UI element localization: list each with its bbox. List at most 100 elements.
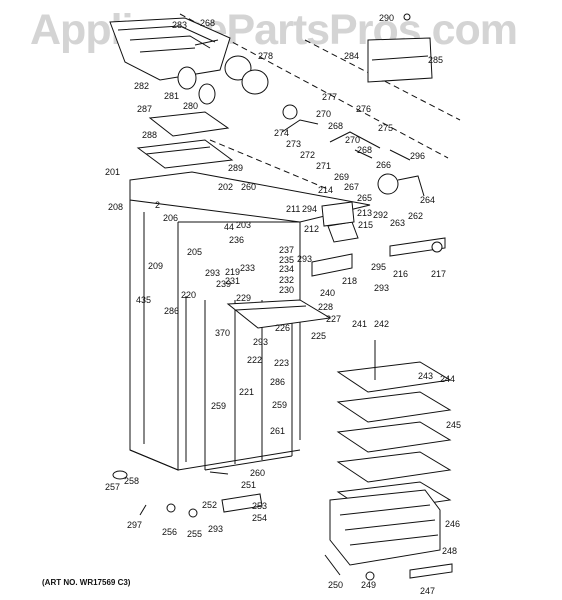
wire-shelves xyxy=(336,340,452,513)
label: 213 xyxy=(357,208,372,218)
label: 226 xyxy=(275,323,290,333)
label: 248 xyxy=(442,546,457,556)
label: 281 xyxy=(164,91,179,101)
label: 288 xyxy=(142,130,157,140)
label: 225 xyxy=(311,331,326,341)
label: 212 xyxy=(304,224,319,234)
label: 263 xyxy=(390,218,405,228)
label: 201 xyxy=(105,167,120,177)
label: 268 xyxy=(328,121,343,131)
label: 270 xyxy=(316,109,331,119)
bottom-rail xyxy=(324,554,453,581)
label: 259 xyxy=(211,401,226,411)
label: 370 xyxy=(215,328,230,338)
label: 280 xyxy=(183,101,198,111)
label: 234 xyxy=(279,264,294,274)
wire-basket xyxy=(329,489,441,566)
label: 275 xyxy=(378,123,393,133)
freezer-cabinet xyxy=(129,171,371,471)
label: 249 xyxy=(361,580,376,590)
label: 285 xyxy=(428,55,443,65)
label: 223 xyxy=(274,358,289,368)
label: 221 xyxy=(239,387,254,397)
label: 435 xyxy=(136,295,151,305)
evaporator-cover xyxy=(226,299,332,329)
label: 253 xyxy=(252,501,267,511)
label: 209 xyxy=(148,261,163,271)
motor-and-wires xyxy=(281,104,425,197)
label: 244 xyxy=(440,374,455,384)
label: 267 xyxy=(344,182,359,192)
label: 265 xyxy=(357,193,372,203)
label: 293 xyxy=(208,524,223,534)
label: 44 xyxy=(224,222,234,232)
label: 293 xyxy=(205,268,220,278)
shelf-supports xyxy=(311,201,446,277)
label: 268 xyxy=(200,18,215,28)
label: 293 xyxy=(253,337,268,347)
label: 231 xyxy=(225,276,240,286)
label: 286 xyxy=(270,377,285,387)
label: 257 xyxy=(105,482,120,492)
label: 292 xyxy=(373,210,388,220)
label: 260 xyxy=(241,182,256,192)
label: 284 xyxy=(344,51,359,61)
label: 227 xyxy=(326,314,341,324)
label: 283 xyxy=(172,20,187,30)
label: 262 xyxy=(408,211,423,221)
label: 239 xyxy=(216,279,231,289)
label: 273 xyxy=(286,139,301,149)
label: 216 xyxy=(393,269,408,279)
label: 276 xyxy=(356,104,371,114)
label: 264 xyxy=(420,195,435,205)
label: 261 xyxy=(270,426,285,436)
auger-parts xyxy=(177,39,269,105)
label: 241 xyxy=(352,319,367,329)
label: 245 xyxy=(446,420,461,430)
label: 282 xyxy=(134,81,149,91)
label: 246 xyxy=(445,519,460,529)
label: 260 xyxy=(250,468,265,478)
label: 295 xyxy=(371,262,386,272)
label: 258 xyxy=(124,476,139,486)
label: 289 xyxy=(228,163,243,173)
label: 228 xyxy=(318,302,333,312)
label: 215 xyxy=(358,220,373,230)
label: 236 xyxy=(229,235,244,245)
label: 290 xyxy=(379,13,394,23)
ice-bucket xyxy=(109,17,231,81)
label: 2 xyxy=(155,200,160,210)
label: 220 xyxy=(181,290,196,300)
label: 266 xyxy=(376,160,391,170)
label: 229 xyxy=(236,293,251,303)
label: 278 xyxy=(258,51,273,61)
label: 230 xyxy=(279,285,294,295)
label: 270 xyxy=(345,135,360,145)
label: 206 xyxy=(163,213,178,223)
label: 219 xyxy=(225,267,240,277)
label: 272 xyxy=(300,150,315,160)
label: 271 xyxy=(316,161,331,171)
label: 293 xyxy=(374,283,389,293)
label: 235 xyxy=(279,255,294,265)
label: 218 xyxy=(342,276,357,286)
label: 251 xyxy=(241,480,256,490)
watermark-text: AppliancePartsPros.com xyxy=(30,6,518,54)
label: 293 xyxy=(297,254,312,264)
label: 287 xyxy=(137,104,152,114)
label: 297 xyxy=(127,520,142,530)
label: 268 xyxy=(357,145,372,155)
label: 243 xyxy=(418,371,433,381)
label: 255 xyxy=(187,529,202,539)
label: 237 xyxy=(279,245,294,255)
dispenser-chute xyxy=(367,13,433,83)
label: 222 xyxy=(247,355,262,365)
label: 254 xyxy=(252,513,267,523)
label: 294 xyxy=(302,204,317,214)
label: 250 xyxy=(328,580,343,590)
label: 256 xyxy=(162,527,177,537)
label: 242 xyxy=(374,319,389,329)
upper-trays xyxy=(136,111,234,169)
